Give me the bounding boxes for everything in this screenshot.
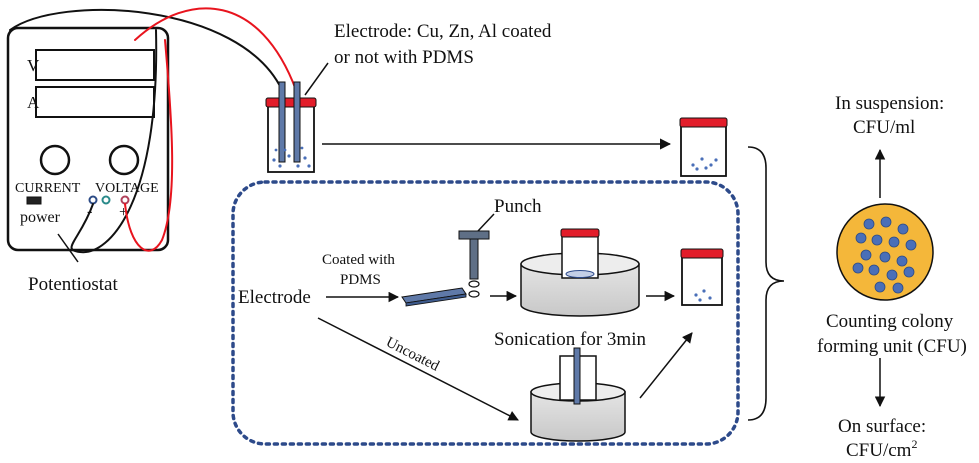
suspension-label-line2: CFU/ml <box>853 117 915 138</box>
electrode-beaker <box>265 62 329 173</box>
black-wire-top <box>9 8 283 91</box>
surface-unit: CFU/cm <box>846 440 912 461</box>
surface-unit-superscript: 2 <box>911 437 917 451</box>
coated-label-line1: Coated with <box>322 252 395 268</box>
black-wire-loop <box>70 29 158 254</box>
counting-label-line2: forming unit (CFU) <box>817 336 967 357</box>
current-display <box>35 86 155 118</box>
red-wire-loop <box>124 39 174 252</box>
current-display-label: A <box>27 93 40 112</box>
coated-label-line2: PDMS <box>340 272 381 288</box>
electrode-strip <box>401 280 480 307</box>
punch-label: Punch <box>494 196 542 217</box>
punch-pointer <box>477 213 495 232</box>
electrode-right <box>293 81 301 163</box>
electrode-caption-pointer <box>304 62 329 96</box>
electrode-caption-line1: Electrode: Cu, Zn, Al coated <box>334 21 552 42</box>
caption-pointer <box>57 233 79 263</box>
power-switch[interactable] <box>26 196 42 205</box>
surface-label-line2: CFU/cm2 <box>846 437 917 461</box>
electrode-caption-line2: or not with PDMS <box>334 47 474 68</box>
colony-dish <box>836 203 934 301</box>
sonication-bath-bottom <box>530 347 626 442</box>
red-wire-top <box>134 7 297 91</box>
positive-terminal[interactable] <box>120 195 130 205</box>
electrode-label: Electrode <box>238 287 311 308</box>
potentiostat-caption: Potentiostat <box>28 274 118 295</box>
surface-label-line1: On surface: <box>838 416 926 437</box>
potentiostat: V A CURRENT VOLTAGE power - + Potentiost… <box>6 26 170 295</box>
suspension-tube-2 <box>680 248 724 306</box>
voltage-display-label: V <box>27 56 40 75</box>
arrow-uncoated <box>317 317 519 421</box>
plus-sign: + <box>119 204 128 221</box>
process-box <box>231 180 740 446</box>
suspension-label-line1: In suspension: <box>835 93 944 114</box>
uncoated-label: Uncoated <box>383 334 442 375</box>
current-knob[interactable] <box>39 144 71 176</box>
wires <box>9 7 297 254</box>
counting-label-line1: Counting colony <box>826 311 954 332</box>
ground-terminal[interactable] <box>101 195 111 205</box>
sonication-label: Sonication for 3min <box>494 329 646 350</box>
electrode-left <box>278 81 286 163</box>
suspension-tube <box>679 117 728 177</box>
power-label: power <box>20 209 61 226</box>
voltage-knob[interactable] <box>108 144 140 176</box>
current-label: CURRENT <box>15 181 81 196</box>
beaker-cap <box>265 97 317 108</box>
punch-tool <box>458 213 495 280</box>
voltage-display <box>35 49 155 81</box>
grouping-brace <box>747 146 785 421</box>
arrow-bottom-to-tube <box>639 332 693 399</box>
voltage-label: VOLTAGE <box>95 181 159 196</box>
sonication-bath-top <box>520 228 640 317</box>
